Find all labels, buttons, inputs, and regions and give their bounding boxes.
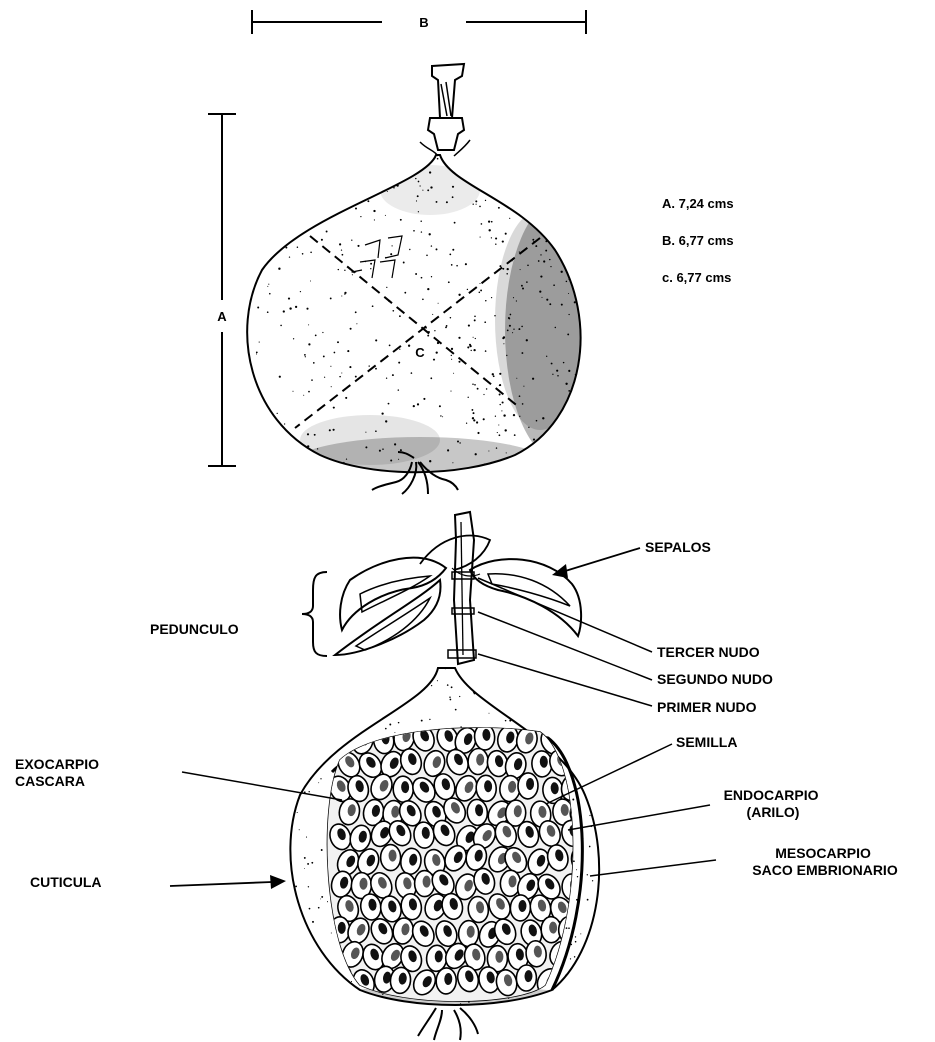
primer-nudo-node	[448, 650, 476, 658]
label-mesocarpio-line1: MESOCARPIO	[775, 845, 871, 861]
label-exocarpio: EXOCARPIO CASCARA	[15, 756, 103, 789]
dimension-c-letter: C	[415, 345, 425, 360]
whole-fruit-stipple	[239, 149, 615, 493]
label-segundo-nudo: SEGUNDO NUDO	[657, 671, 773, 687]
label-endocarpio-line2: (ARILO)	[747, 804, 800, 820]
dimension-a: A	[208, 114, 236, 466]
dimension-b-letter: B	[419, 15, 428, 30]
fruit-stem	[420, 64, 470, 156]
label-tercer-nudo: TERCER NUDO	[657, 644, 760, 660]
label-pedunculo: PEDUNCULO	[150, 621, 239, 637]
label-mesocarpio-line2: SACO EMBRIONARIO	[752, 862, 898, 878]
label-sepalos: SEPALOS	[645, 539, 711, 555]
whole-fruit-illustration: C	[239, 64, 615, 494]
dimension-b: B	[252, 10, 586, 34]
pedunculo-brace	[302, 572, 327, 656]
label-cuticula: CUTICULA	[30, 874, 102, 890]
sectioned-fruit-bottom-tendrils	[418, 1008, 478, 1040]
label-semilla: SEMILLA	[676, 734, 737, 750]
label-exocarpio-line2: CASCARA	[15, 773, 85, 789]
measurements-list: A. 7,24 cms B. 6,77 cms c. 6,77 cms	[662, 196, 734, 285]
measurement-b: B. 6,77 cms	[662, 233, 734, 248]
sectioned-fruit-illustration	[279, 512, 610, 1040]
arrowhead-cuticula	[270, 875, 286, 889]
measurement-a: A. 7,24 cms	[662, 196, 734, 211]
label-endocarpio: ENDOCARPIO (ARILO)	[724, 787, 823, 820]
dimension-a-letter: A	[217, 309, 227, 324]
arrowhead-sepalos	[552, 564, 568, 578]
label-primer-nudo: PRIMER NUDO	[657, 699, 757, 715]
label-mesocarpio: MESOCARPIO SACO EMBRIONARIO	[752, 845, 898, 878]
label-exocarpio-line1: EXOCARPIO	[15, 756, 99, 772]
measurement-c: c. 6,77 cms	[662, 270, 731, 285]
label-endocarpio-line1: ENDOCARPIO	[724, 787, 819, 803]
